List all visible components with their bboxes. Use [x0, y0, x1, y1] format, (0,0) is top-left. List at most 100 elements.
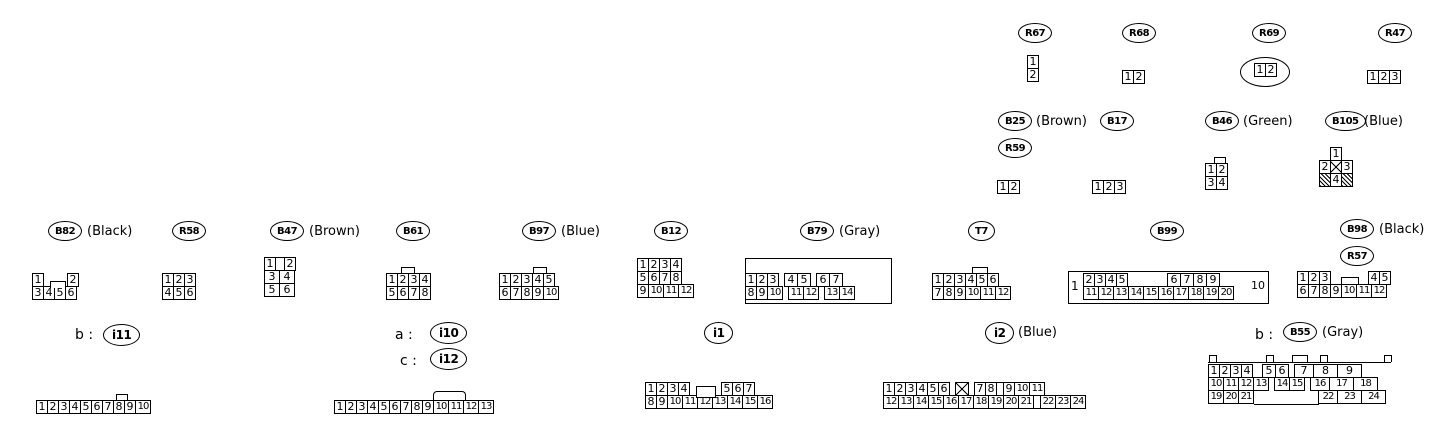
connector-b55-housing — [1208, 362, 1391, 410]
pin: 5 — [543, 273, 555, 287]
connector-latch — [433, 391, 466, 400]
connector-label-b25: B25 — [998, 111, 1033, 131]
pin: 21 — [1238, 390, 1254, 404]
pin: 2 — [67, 273, 79, 287]
pin: 17 — [958, 395, 974, 409]
connector-b46: 1 2 3 4 — [1205, 163, 1228, 190]
connector-r47: 1 2 3 — [1367, 70, 1401, 84]
pin: 19 — [1203, 286, 1219, 300]
pin: 8 — [1193, 273, 1207, 287]
connector-b79: 1 2 3 4 5 6 7 8 9 10 11 12 13 14 — [745, 273, 855, 300]
pin: 10 — [135, 400, 151, 414]
pin: 12 — [1098, 286, 1114, 300]
connector-latch — [401, 267, 415, 274]
pin: 16 — [943, 395, 959, 409]
pin: 12 — [803, 286, 819, 300]
pin: 4 — [1216, 176, 1228, 190]
connector-label-r57: R57 — [1340, 246, 1375, 266]
pin: 1 — [1330, 147, 1342, 161]
connector-b25: 1 2 — [997, 180, 1020, 194]
pin: 3 — [1389, 70, 1401, 84]
pin: 16 — [757, 395, 773, 409]
connector-latch — [1292, 355, 1308, 362]
connector-latch — [1320, 355, 1328, 362]
connector-label-r68: R68 — [1122, 23, 1157, 43]
connector-latch — [1266, 355, 1274, 362]
pin: 5 — [264, 283, 280, 297]
pin: 4 — [678, 382, 690, 396]
pin: 7 — [743, 382, 755, 396]
view-prefix-a: a : — [395, 327, 413, 343]
connector-label-b12: B12 — [654, 221, 689, 241]
pin: 10 — [1341, 284, 1357, 298]
pin: 3 — [1341, 160, 1353, 174]
pin: 18 — [1188, 286, 1204, 300]
pin: 11 — [448, 400, 464, 414]
pin: 7 — [829, 273, 843, 287]
pin: 13 — [824, 286, 840, 300]
pin: 6 — [987, 273, 999, 287]
pin: 10 — [543, 286, 559, 300]
pin: 6 — [184, 286, 196, 300]
pin: 11 — [1356, 284, 1372, 298]
pin: 23 — [1337, 390, 1362, 404]
pin: 22 — [1040, 395, 1056, 409]
pin: 4 — [279, 270, 295, 284]
pin: 1 — [1071, 279, 1079, 293]
pin: 4 — [784, 273, 798, 287]
connector-label-r59: R59 — [998, 138, 1033, 158]
pin: 6 — [938, 382, 950, 396]
pin: 2 — [1008, 180, 1020, 194]
connector-label-i10: i10 — [430, 322, 468, 344]
connector-label-t7: T7 — [968, 221, 995, 241]
connector-b105: 1 2 3 4 — [1319, 147, 1353, 187]
pin: 6 — [65, 286, 77, 300]
connector-label-i11: i11 — [103, 324, 141, 346]
pin: 16 — [1158, 286, 1174, 300]
connector-label-r67: R67 — [1018, 23, 1053, 43]
pin: 3 — [1319, 271, 1331, 285]
connector-label-i12: i12 — [430, 348, 468, 370]
hatched-pin — [1341, 173, 1353, 187]
pin: 15 — [742, 395, 758, 409]
pin: 17 — [1173, 286, 1189, 300]
pin: 9 — [637, 284, 649, 298]
pin: 4 — [1241, 364, 1253, 378]
pin: 6 — [499, 286, 511, 300]
connector-label-b47: B47 — [270, 221, 305, 241]
pin: 5 — [1262, 364, 1276, 378]
pin: 13 — [478, 400, 494, 414]
connector-label-r58: R58 — [172, 221, 207, 241]
connector-b99: 2 3 4 5 6 7 8 9 11 12 13 14 15 16 17 18 … — [1083, 273, 1234, 300]
pin-gap — [375, 273, 387, 287]
pin: 6 — [816, 273, 830, 287]
connector-latch — [972, 267, 988, 274]
pin: 24 — [1361, 390, 1386, 404]
connector-t7: 1 2 3 4 5 6 7 8 9 10 11 12 — [932, 273, 1011, 300]
connector-b47: 1 2 3 4 5 6 — [264, 257, 296, 297]
pin: 7 — [1294, 364, 1314, 378]
pin: 5 — [797, 273, 811, 287]
pin: 3 — [264, 270, 280, 284]
connector-r69: 1 2 — [1254, 63, 1277, 77]
pin: 11 — [1083, 286, 1099, 300]
connector-label-b61: B61 — [396, 221, 431, 241]
pin: 14 — [839, 286, 855, 300]
pin: 2 — [1027, 68, 1039, 82]
blocked-pin — [955, 382, 969, 396]
connector-label-b55: B55 — [1283, 322, 1318, 342]
wire-color-b46: (Green) — [1243, 114, 1293, 129]
pin: 10 — [433, 400, 449, 414]
pin: 11 — [1223, 377, 1239, 391]
pin: 10 — [648, 284, 664, 298]
connector-r69-housing — [1240, 57, 1290, 87]
view-prefix-b: b : — [1255, 327, 1274, 343]
wire-color-b47: (Brown) — [309, 224, 360, 239]
connector-i1: 1 2 3 4 5 6 7 8 9 10 11 12 13 14 15 16 — [645, 382, 773, 409]
pin: 14 — [1274, 377, 1290, 391]
pin: 14 — [727, 395, 743, 409]
connector-label-b97: B97 — [522, 221, 557, 241]
connector-latch — [1209, 355, 1217, 362]
